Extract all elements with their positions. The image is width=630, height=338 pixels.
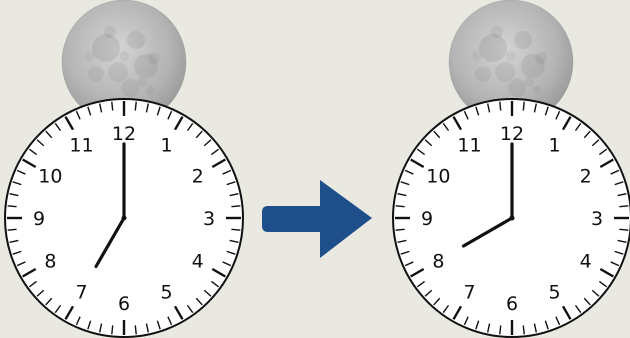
clock-number: 3 xyxy=(203,208,215,230)
clock-after: 12 12 3 45 6 78 9 10 11 xyxy=(393,99,630,337)
clock-center xyxy=(122,216,127,221)
clock-number: 12 xyxy=(500,123,524,145)
right-arrow-icon xyxy=(262,180,372,258)
clock-number: 8 xyxy=(44,251,56,273)
clock-number: 6 xyxy=(506,293,518,315)
clock-number: 9 xyxy=(33,208,45,230)
clock-number: 2 xyxy=(580,166,592,188)
clock-number: 3 xyxy=(591,208,603,230)
clock-before: 12 12 3 45 6 78 9 10 11 xyxy=(5,99,243,337)
clock-number: 2 xyxy=(192,166,204,188)
clock-number: 12 xyxy=(112,123,136,145)
clock-number: 10 xyxy=(426,166,450,188)
clock-number: 5 xyxy=(160,282,172,304)
clock-number: 10 xyxy=(38,166,62,188)
clock-number: 1 xyxy=(548,134,560,156)
clock-number: 11 xyxy=(457,134,481,156)
clock-number: 4 xyxy=(192,251,204,273)
clock-number: 9 xyxy=(421,208,433,230)
clock-number: 5 xyxy=(548,282,560,304)
clock-number: 6 xyxy=(118,293,130,315)
clock-number: 11 xyxy=(69,134,93,156)
clock-center xyxy=(510,216,515,221)
clock-number: 7 xyxy=(463,282,475,304)
clock-number: 8 xyxy=(432,251,444,273)
clock-number: 4 xyxy=(580,251,592,273)
clock-number: 7 xyxy=(75,282,87,304)
clock-number: 1 xyxy=(160,134,172,156)
